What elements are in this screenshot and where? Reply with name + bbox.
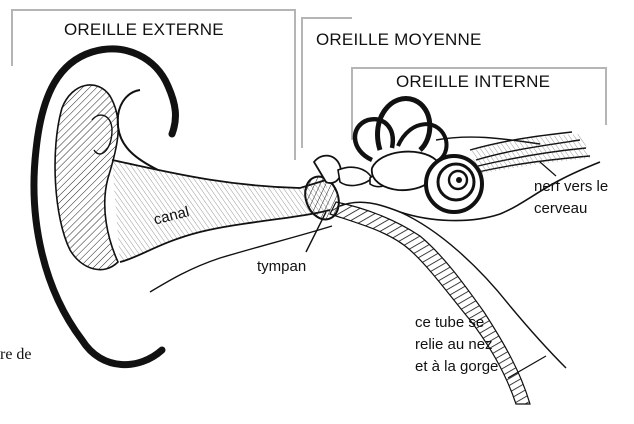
tube-label-line2: relie au nez: [415, 336, 493, 353]
semicircular-canal-2: [355, 119, 393, 160]
ear-canal: [112, 160, 330, 262]
eustachian-tube: [150, 202, 566, 404]
nerve-pointer: [540, 162, 556, 176]
tympan-pointer: [306, 212, 326, 252]
cut-off-text: re de: [0, 346, 32, 364]
nerve-fill: [470, 134, 592, 174]
pinna-inner-rim: [118, 90, 158, 170]
incus: [338, 167, 372, 185]
concha-shading: [55, 85, 118, 270]
canal-body: [112, 160, 330, 262]
cochlea-core: [456, 177, 462, 183]
outer-ear-title: OREILLE EXTERNE: [64, 20, 224, 40]
tube-label-line1: ce tube se: [415, 314, 484, 331]
middle-ear-title: OREILLE MOYENNE: [316, 30, 482, 50]
nerve-label-line2: cerveau: [534, 200, 587, 217]
inner-ear-title: OREILLE INTERNE: [396, 72, 550, 92]
tube-label-line3: et à la gorge: [415, 358, 498, 375]
tympan-label: tympan: [257, 258, 306, 275]
nerve-label-line1: nerf vers le: [534, 178, 608, 195]
